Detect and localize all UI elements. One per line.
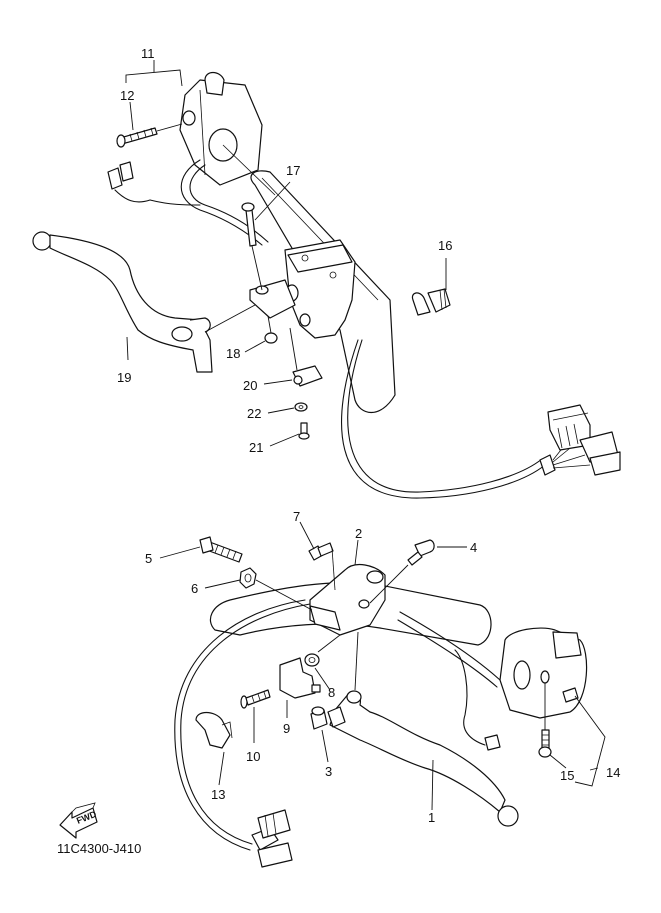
switch-housing-right (397, 611, 606, 787)
clamp-16 (411, 258, 451, 316)
screw-15 (538, 729, 567, 769)
callout-21: 21 (249, 440, 263, 455)
washer-22 (267, 402, 308, 414)
callout-14: 14 (606, 765, 620, 780)
nut-6 (204, 567, 313, 611)
callout-6: 6 (191, 581, 198, 596)
drawing-code: 11C4300-J410 (57, 841, 141, 856)
callout-18: 18 (226, 346, 240, 361)
callout-15: 15 (560, 768, 574, 783)
callout-7: 7 (293, 509, 300, 524)
callout-9: 9 (283, 721, 290, 736)
screw-12 (116, 123, 183, 148)
switch-housing-left (179, 71, 276, 196)
nut-8 (304, 634, 341, 691)
callout-2: 2 (355, 526, 362, 541)
leader-12 (129, 101, 134, 131)
bolt-4 (369, 539, 467, 604)
collar-3 (310, 706, 329, 763)
callout-22: 22 (247, 406, 261, 421)
master-cylinder (249, 239, 356, 339)
callout-13: 13 (211, 787, 225, 802)
bolt-17 (241, 181, 291, 291)
callout-12: 12 (120, 88, 134, 103)
switch-20 (263, 327, 323, 387)
screw-21 (269, 422, 310, 447)
bolt-7 (299, 521, 336, 591)
callout-20: 20 (243, 378, 257, 393)
callout-17: 17 (286, 163, 300, 178)
callout-1: 1 (428, 810, 435, 825)
callout-11: 11 (141, 46, 155, 61)
fwd-arrow-icon: FWD (59, 802, 98, 839)
screw-10 (240, 689, 271, 743)
bolt-5 (159, 536, 243, 563)
callout-10: 10 (246, 749, 260, 764)
clutch-lever-1 (327, 631, 519, 827)
lever-bracket-2 (309, 539, 386, 636)
nut-18 (244, 315, 278, 353)
leader-14 (589, 767, 599, 771)
callout-16: 16 (438, 238, 452, 253)
brake-lever-19 (32, 231, 256, 373)
callout-4: 4 (470, 540, 477, 555)
callout-3: 3 (325, 764, 332, 779)
clamp-13 (195, 711, 233, 786)
wire-harness-upper (341, 339, 621, 499)
callout-19: 19 (117, 370, 131, 385)
callout-5: 5 (145, 551, 152, 566)
wire-harness-lower (174, 599, 311, 868)
callout-8: 8 (328, 685, 335, 700)
bracket-11 (125, 69, 183, 87)
switch-9 (279, 657, 321, 718)
